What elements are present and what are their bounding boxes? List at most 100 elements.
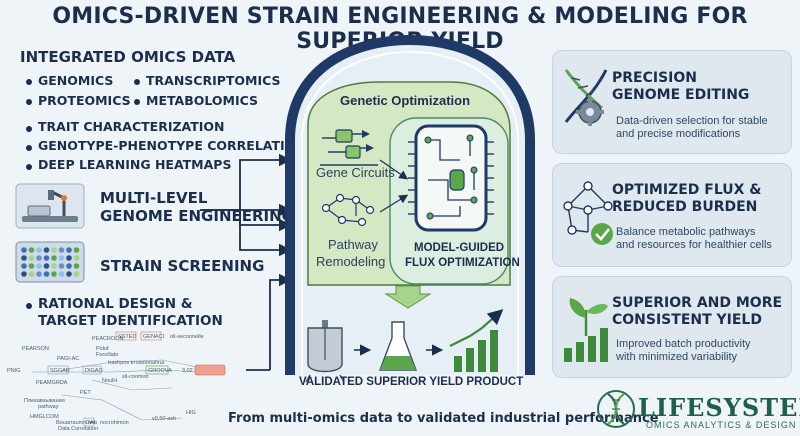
omics-item-metabolomics: METABOLOMICS [146, 93, 259, 108]
plate-well [51, 255, 57, 261]
network-label: GENACI [143, 334, 165, 340]
network-label: HMGLCOM [30, 414, 59, 420]
plate-well [73, 263, 80, 269]
plate-well [51, 247, 57, 253]
card3-desc2: with minimized variability [616, 351, 738, 363]
plate-well [21, 263, 27, 269]
network-label: pathway [38, 404, 59, 410]
card3-title2: CONSISTENT YIELD [612, 312, 762, 328]
network-label: DIGAO [85, 368, 103, 374]
analysis-genotype: GENOTYPE-PHENOTYPE CORRELATION [38, 138, 306, 153]
omics-item-proteomics: PROTEOMICS [38, 93, 131, 108]
omics-heading: INTEGRATED OMICS DATA [20, 48, 236, 66]
network-check-icon [563, 181, 613, 245]
network-label: PEACROON [92, 336, 124, 342]
network-label: oli-seconnelle [170, 334, 204, 340]
well-plate-icon [15, 241, 85, 283]
plate-well [66, 247, 72, 253]
network-label: Data Correlation [58, 426, 98, 432]
card2-title2: REDUCED BURDEN [612, 199, 758, 215]
plate-well [51, 271, 57, 277]
network-label: PEAMGRDA [36, 380, 68, 386]
model-line2: FLUX OPTIMIZATION [405, 257, 520, 269]
bullet-dot [134, 79, 140, 85]
bullet-dot [134, 99, 140, 105]
logo-name: LIFESYSTEM [638, 393, 800, 422]
plate-well [58, 271, 65, 277]
engineering-line2: GENOME ENGINEERING [100, 207, 294, 225]
plate-well [36, 247, 42, 253]
network-label: v0,50-ash [152, 416, 176, 422]
analysis-trait: TRAIT CHARACTERIZATION [38, 119, 225, 134]
bullet-dot [26, 99, 32, 105]
network-label: HIG [186, 410, 196, 416]
bullet-dot [26, 79, 32, 85]
rational-line2: TARGET IDENTIFICATION [38, 313, 223, 329]
plate-well [21, 255, 27, 261]
network-label: Poluf [96, 346, 109, 352]
bullet-dot [26, 303, 32, 309]
plate-well [73, 271, 80, 277]
gene-circuits-label: Gene Circuits [316, 165, 395, 180]
network-label: GROOVA [148, 368, 172, 374]
logo-tagline: OMICS ANALYTICS & DESIGN [646, 420, 797, 430]
plate-well [73, 247, 80, 253]
bullet-dot [26, 164, 32, 170]
network-label: nocrohimon [100, 420, 129, 426]
plate-well [58, 255, 65, 261]
card1-title1: PRECISION [612, 70, 697, 86]
card1-title2: GENOME EDITING [612, 87, 750, 103]
footer-tagline: From multi-omics data to validated indus… [228, 411, 659, 426]
plate-well [28, 255, 35, 261]
plate-well [43, 271, 50, 277]
plant-growth-icon [564, 298, 608, 362]
card-optimized-flux [552, 163, 792, 267]
network-label: PEARSON [22, 346, 49, 352]
plate-well [66, 263, 72, 269]
product-label: VALIDATED SUPERIOR YIELD PRODUCT [299, 376, 524, 388]
card2-desc1: Balance metabolic pathways [616, 226, 756, 238]
omics-item-genomics: GENOMICS [38, 73, 114, 88]
plate-well [36, 263, 42, 269]
plate-well [43, 247, 50, 253]
plate-well [58, 263, 65, 269]
network-label: Focellato [96, 352, 118, 358]
network-label: SGGAR [50, 368, 70, 374]
network-label: sll-coomon [122, 374, 149, 380]
rational-line1: RATIONAL DESIGN & [38, 296, 193, 312]
plate-well [73, 255, 80, 261]
plate-well [36, 271, 42, 277]
network-label: trashpos trrowoonahna [108, 360, 165, 366]
plate-well [43, 263, 50, 269]
cell-diagram [285, 34, 535, 383]
plate-well [43, 255, 50, 261]
network-label: Bouarraumn rem [56, 420, 98, 426]
dna-gear-icon [564, 69, 608, 126]
bullet-dot [26, 145, 32, 151]
network-label: SSTED [118, 334, 136, 340]
omics-item-transcriptomics: TRANSCRIPTOMICS [146, 73, 281, 88]
plate-well [21, 271, 27, 277]
robot-arm-icon [15, 183, 85, 229]
network-label: NoulH [102, 378, 117, 384]
genetic-optimization-title: Genetic Optimization [340, 93, 471, 108]
card1-desc1: Data-driven selection for stable [616, 115, 768, 127]
network-label: PET [80, 390, 91, 396]
plate-well [51, 263, 57, 269]
plate-well [66, 271, 72, 277]
card2-title1: OPTIMIZED FLUX & [612, 182, 762, 198]
plate-well [66, 255, 72, 261]
pathway-line2: Remodeling [316, 254, 386, 269]
plate-well [28, 263, 35, 269]
pathway-line1: Pathway [328, 237, 378, 252]
network-label: PAGI-AC [57, 356, 79, 362]
card2-desc2: and resources for healthier cells [616, 239, 772, 251]
analysis-heatmaps: DEEP LEARNING HEATMAPS [38, 157, 232, 172]
card3-title1: SUPERIOR AND MORE [612, 295, 783, 311]
card1-desc2: and precise modifications [616, 128, 741, 140]
plate-well [21, 247, 27, 253]
network-label: 3,02 [182, 368, 193, 374]
connector-arrows [200, 153, 292, 371]
card3-desc1: Improved batch productivity [616, 338, 751, 350]
